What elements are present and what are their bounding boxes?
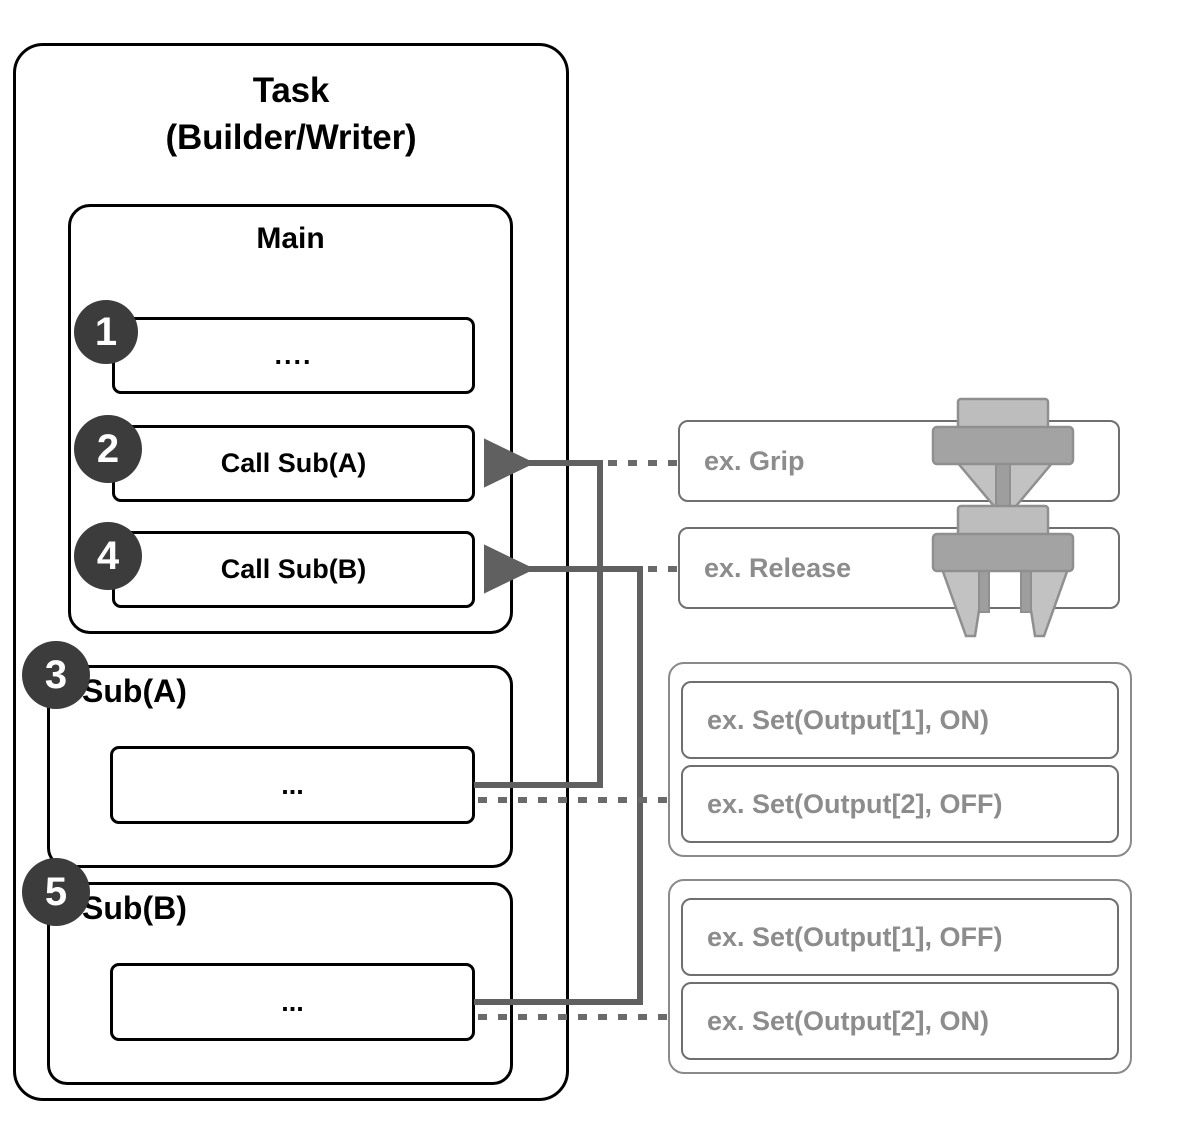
sub-a-output-item-2[interactable]: ex. Set(Output[2], OFF)	[681, 765, 1119, 843]
example-action-release-label: ex. Release	[704, 552, 852, 583]
sub-b-output-item-1[interactable]: ex. Set(Output[1], OFF)	[681, 898, 1119, 976]
main-statement-1[interactable]: ....	[112, 317, 475, 394]
step-badge-1: 1	[74, 300, 138, 364]
step-badge-2: 2	[74, 415, 142, 483]
main-statement-call-sub-b[interactable]: Call Sub(B)	[112, 531, 475, 608]
task-title: Task (Builder/Writer)	[13, 68, 569, 162]
task-title-line1: Task	[252, 71, 330, 110]
sub-a-body[interactable]: ...	[110, 746, 475, 824]
sub-b-output-item-2[interactable]: ex. Set(Output[2], ON)	[681, 982, 1119, 1060]
step-badge-3: 3	[22, 641, 90, 709]
example-action-grip[interactable]: ex. Grip	[678, 420, 1120, 502]
sub-a-title: Sub(A)	[82, 673, 187, 709]
example-action-grip-label: ex. Grip	[704, 445, 805, 476]
step-badge-5: 5	[22, 858, 90, 926]
step-badge-4: 4	[74, 522, 142, 590]
main-title: Main	[256, 222, 325, 255]
sub-b-body[interactable]: ...	[110, 963, 475, 1041]
sub-a-output-item-1[interactable]: ex. Set(Output[1], ON)	[681, 681, 1119, 759]
sub-b-title: Sub(B)	[82, 890, 187, 926]
task-title-line2: (Builder/Writer)	[165, 117, 417, 157]
main-statement-call-sub-a[interactable]: Call Sub(A)	[112, 425, 475, 502]
example-action-release[interactable]: ex. Release	[678, 527, 1120, 609]
